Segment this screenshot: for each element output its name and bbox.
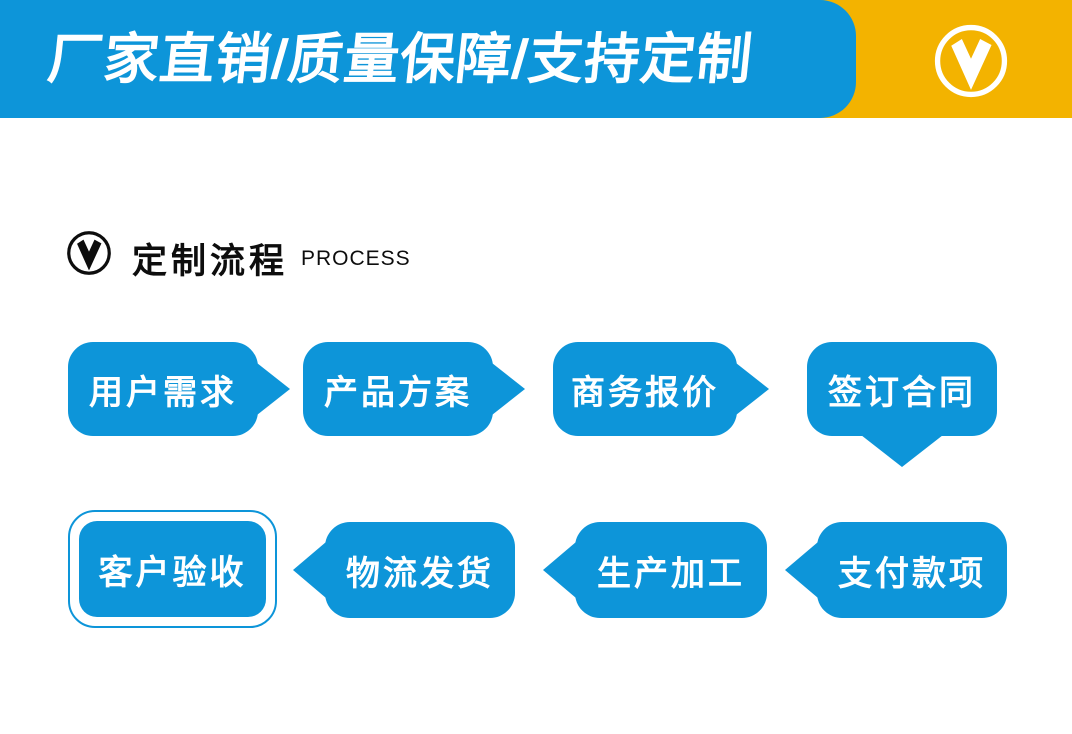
arrow-right-icon — [492, 363, 525, 415]
banner-blue-ribbon: 厂家直销/质量保障/支持定制 — [0, 0, 856, 118]
flow-step-label: 物流发货 — [346, 554, 494, 593]
chevron-down-circle-icon — [66, 230, 112, 276]
arrow-down-icon — [861, 435, 943, 467]
flow-step-user-demand: 用户需求 — [68, 342, 290, 436]
section-title: 定制流程 — [132, 242, 289, 281]
flow-step-sign-contract: 签订合同 — [807, 342, 997, 467]
flow-step-label: 产品方案 — [324, 373, 472, 412]
flow-step-label: 签订合同 — [828, 373, 976, 412]
section-subtitle: PROCESS — [301, 247, 411, 270]
flow-step-customer-acceptance: 客户验收 — [68, 510, 277, 628]
arrow-right-icon — [736, 363, 769, 415]
arrow-left-icon — [543, 542, 576, 598]
chevron-down-circle-icon — [933, 23, 1009, 99]
flow-step-logistics-delivery: 物流发货 — [293, 522, 515, 618]
flow-step-product-plan: 产品方案 — [303, 342, 525, 436]
flow-step-payment: 支付款项 — [785, 522, 1007, 618]
flow-step-label: 商务报价 — [571, 373, 719, 412]
top-banner: 厂家直销/质量保障/支持定制 — [0, 0, 1072, 118]
arrow-left-icon — [293, 542, 326, 598]
flow-step-business-quote: 商务报价 — [553, 342, 769, 436]
flow-step-production-processing: 生产加工 — [543, 522, 767, 618]
flow-step-inner-box: 客户验收 — [79, 521, 266, 617]
arrow-right-icon — [257, 363, 290, 415]
flow-step-label: 生产加工 — [597, 554, 745, 593]
arrow-left-icon — [785, 542, 818, 598]
flow-step-label: 客户验收 — [98, 553, 247, 592]
banner-title: 厂家直销/质量保障/支持定制 — [44, 28, 756, 90]
flow-step-label: 支付款项 — [838, 554, 986, 593]
flow-step-label: 用户需求 — [89, 373, 237, 412]
